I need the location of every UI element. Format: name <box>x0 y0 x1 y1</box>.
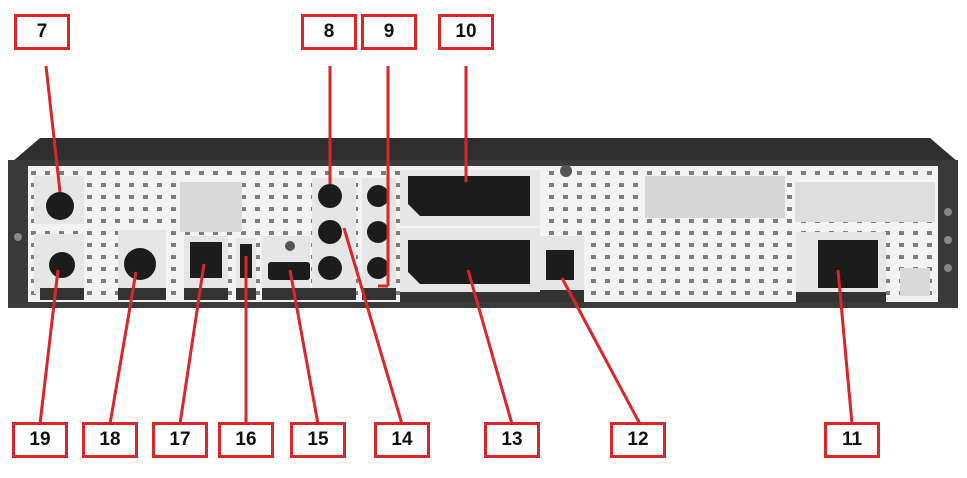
callout-18: 18 <box>82 422 138 458</box>
power-socket <box>818 240 878 288</box>
callout-13: 13 <box>484 422 540 458</box>
label-plate-info <box>645 176 785 218</box>
leader-17 <box>178 263 206 425</box>
side-screw-right-top <box>944 208 952 216</box>
chassis-top <box>12 138 958 162</box>
callout-9: 9 <box>361 14 417 50</box>
leader-14 <box>342 227 404 425</box>
callout-17: 17 <box>152 422 208 458</box>
leader-7 <box>44 65 62 193</box>
leader-11 <box>836 269 854 425</box>
ethernet-port <box>190 242 222 278</box>
callout-16: 16 <box>218 422 274 458</box>
rca-connector-low <box>318 256 342 280</box>
rca-right-mid <box>367 221 389 243</box>
leader-15 <box>288 269 320 425</box>
callout-19: 19 <box>12 422 68 458</box>
label-plate-left <box>180 182 242 232</box>
label-plate-right <box>795 182 935 222</box>
leader-18 <box>108 271 138 425</box>
callout-15: 15 <box>290 422 346 458</box>
callout-14: 14 <box>374 422 430 458</box>
callout-11: 11 <box>824 422 880 458</box>
antenna-connector <box>124 248 156 280</box>
rca-connector-top <box>318 184 342 208</box>
callout-8: 8 <box>301 14 357 50</box>
leader-19 <box>38 269 60 425</box>
callout-12: 12 <box>610 422 666 458</box>
callout-10: 10 <box>438 14 494 50</box>
top-screw <box>560 165 572 177</box>
leader-lines <box>38 65 854 425</box>
rca-right-top <box>367 185 389 207</box>
scart-top <box>408 176 530 216</box>
leader-13 <box>466 269 514 425</box>
leader-12 <box>560 277 642 425</box>
callout-7: 7 <box>14 14 70 50</box>
rca-connector-mid <box>318 220 342 244</box>
side-screw-left <box>14 233 22 241</box>
rca-right-low <box>367 257 389 279</box>
rf-loop-connector <box>49 252 75 278</box>
rf-in-connector <box>46 192 74 220</box>
optical-port <box>546 250 574 280</box>
scart-bottom <box>408 240 530 284</box>
side-screw-right-low <box>944 264 952 272</box>
side-screw-right-mid <box>944 236 952 244</box>
